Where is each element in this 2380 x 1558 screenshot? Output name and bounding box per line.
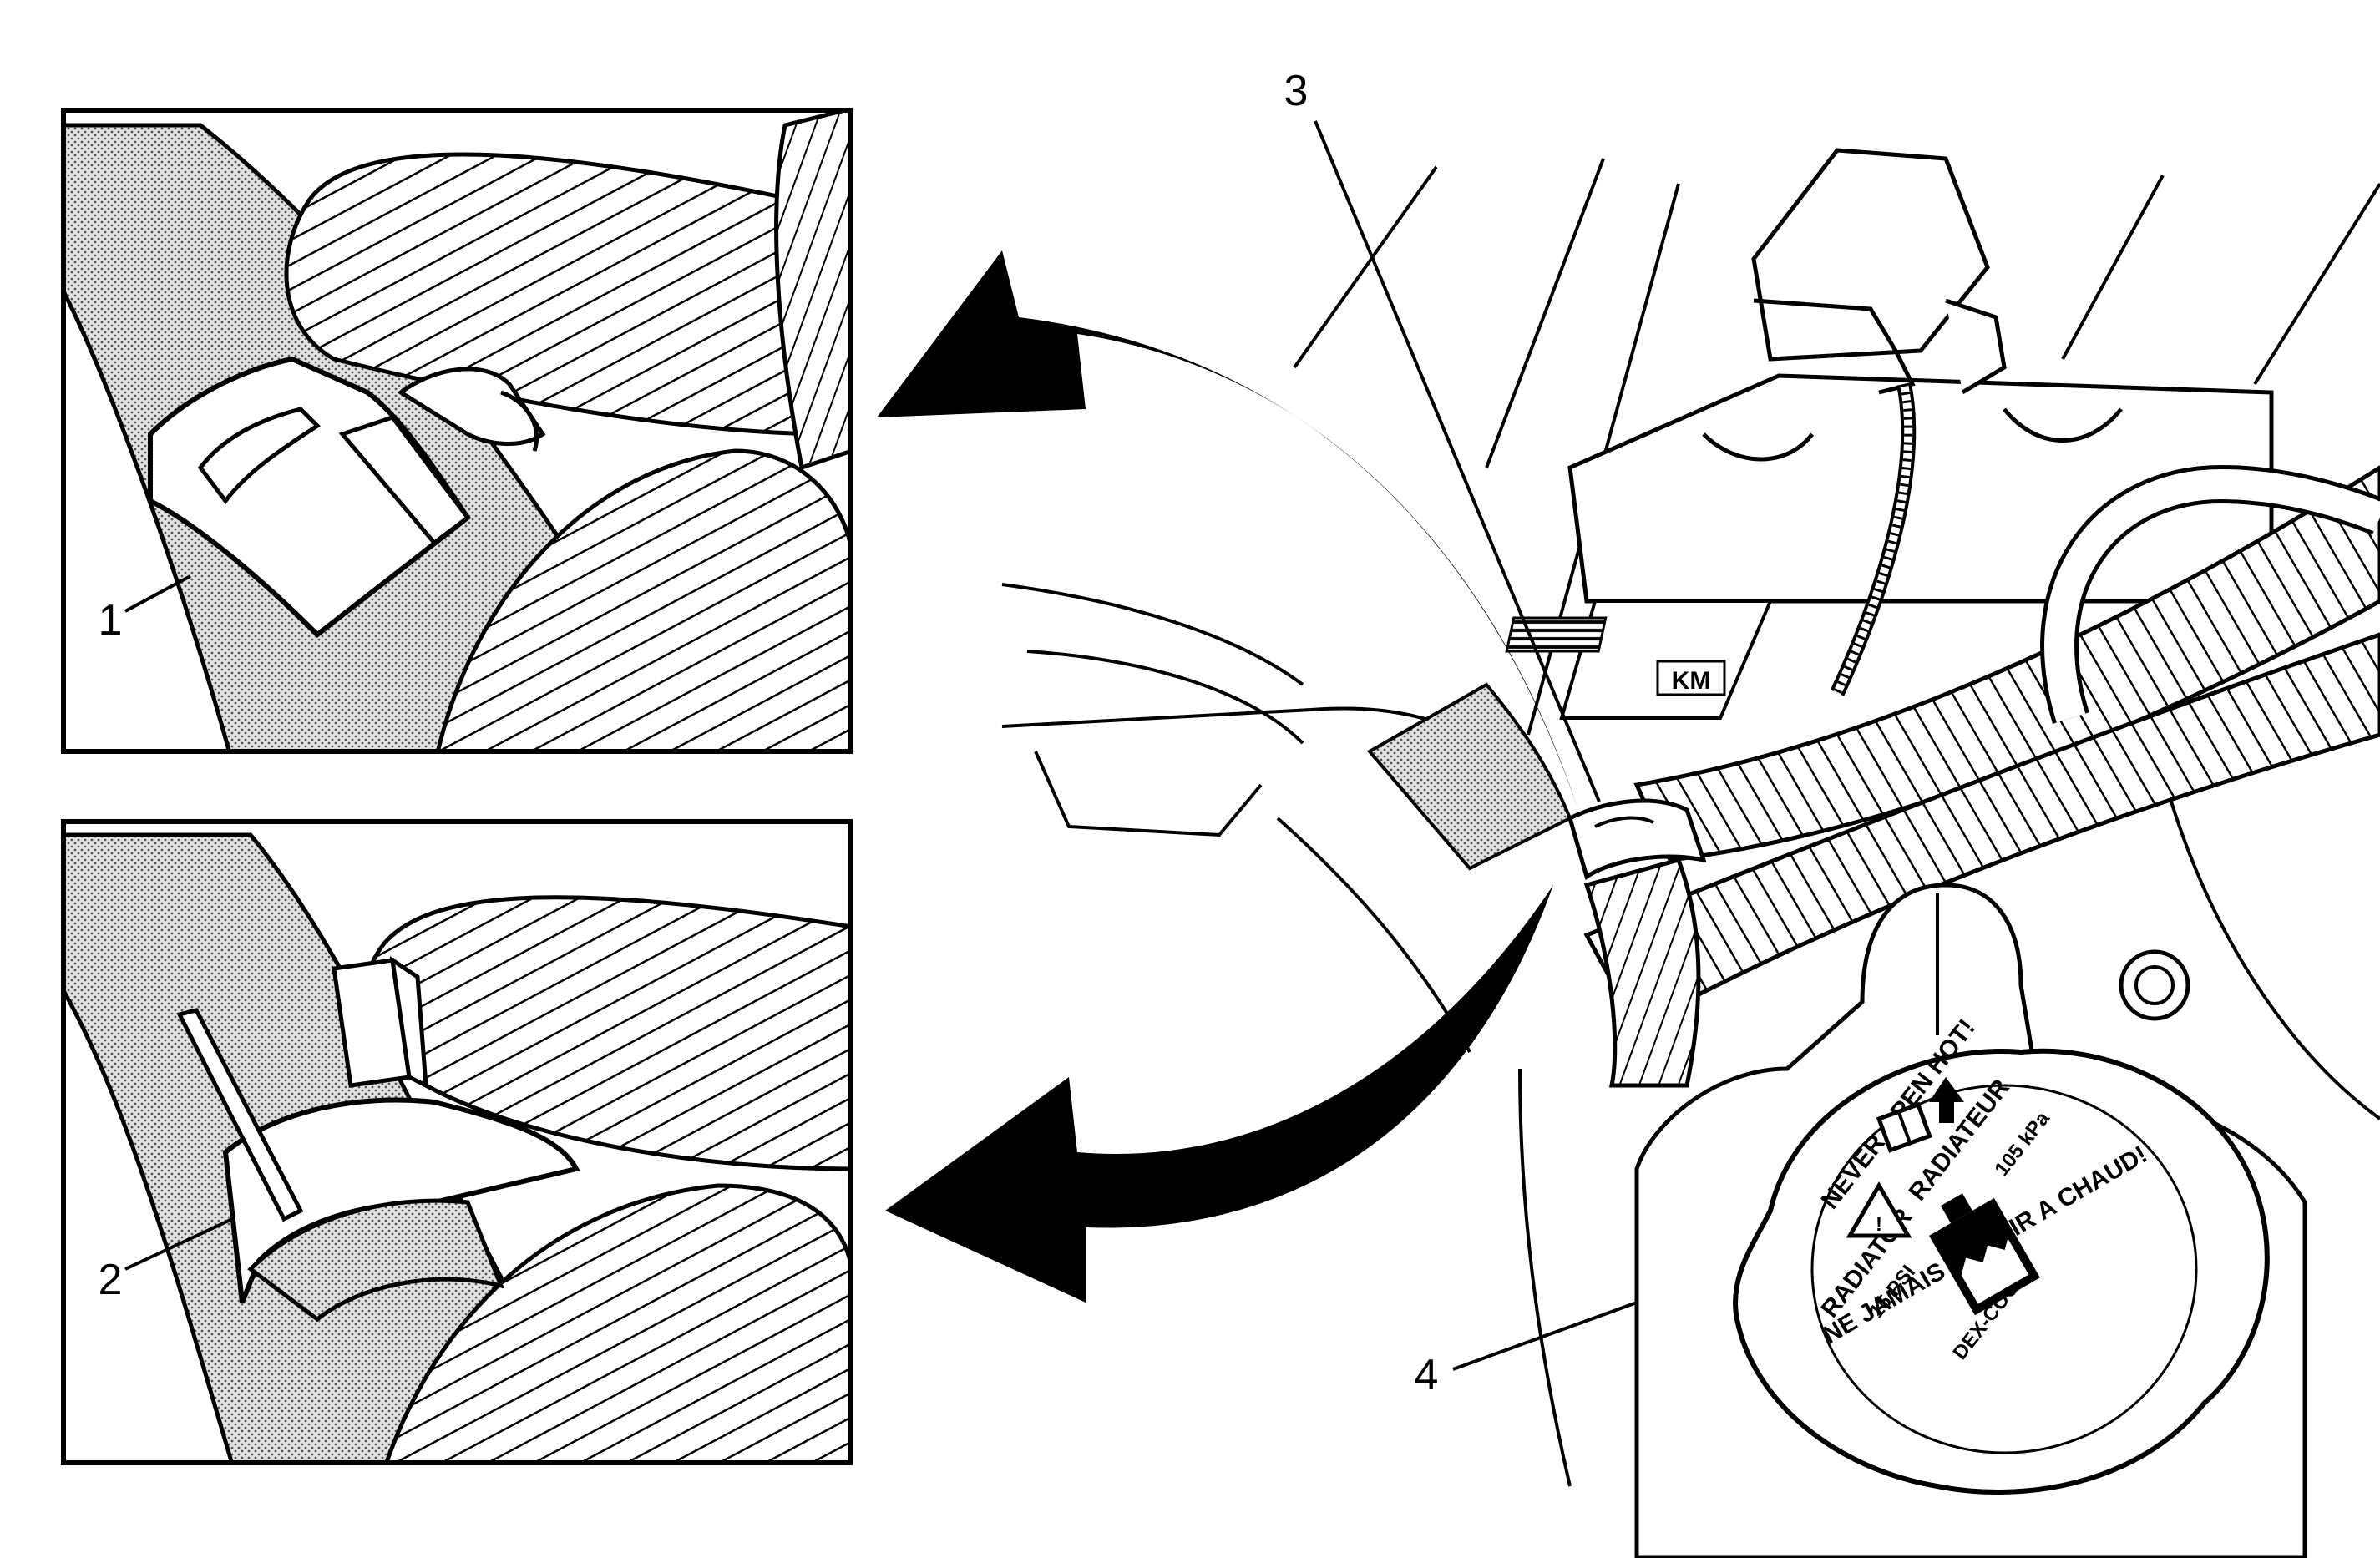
inset-clamp-released — [61, 819, 853, 1465]
book-icon — [1876, 1101, 1932, 1153]
callout-leaders — [124, 120, 1638, 1371]
up-arrow-icon — [1929, 1077, 1964, 1123]
engine-compartment-view: KM NEVER OPEN HOT! RADIATEUR — [1001, 148, 2380, 1558]
callout-3: 3 — [1284, 67, 1309, 115]
coolant-level-icon — [1929, 1193, 2040, 1316]
svg-text:!: ! — [1876, 1213, 1882, 1236]
inset-clamp-installed — [61, 108, 853, 754]
label-plate-text: KM — [1672, 667, 1711, 695]
callout-1: 1 — [99, 596, 123, 645]
warning-triangle-icon — [1846, 1181, 1912, 1238]
callout-4: 4 — [1415, 1351, 1439, 1399]
callout-2: 2 — [99, 1256, 123, 1304]
radiator-cap: NEVER OPEN HOT! RADIATEUR 105 kPa RADIAT… — [1733, 1014, 2270, 1495]
curved-arrow-icon — [877, 250, 1578, 1303]
